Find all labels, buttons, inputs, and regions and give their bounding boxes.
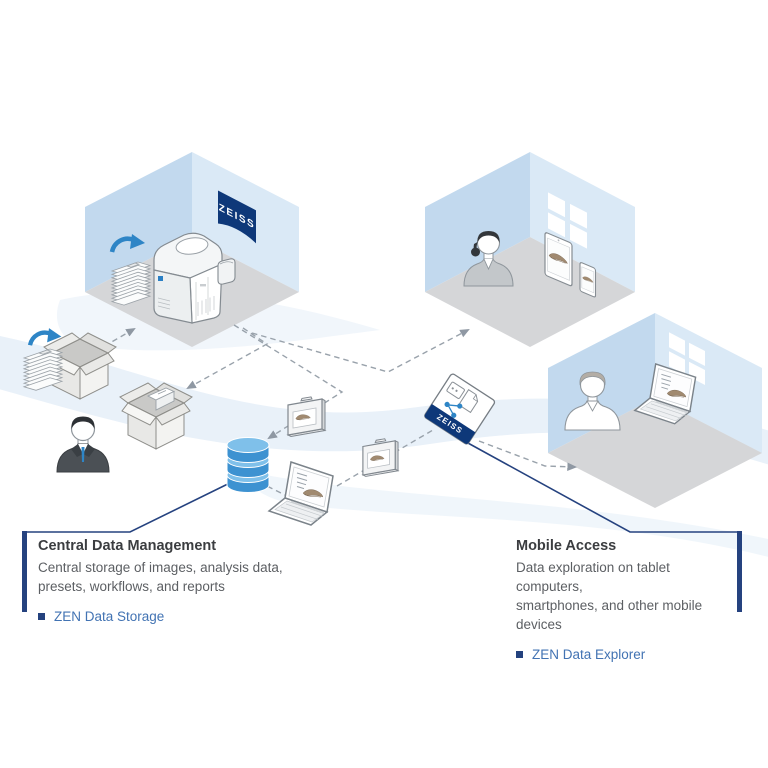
mobile-access-section: Mobile Access Data exploration on tablet…: [516, 538, 736, 662]
section-description: presets, workflows, and reports: [38, 579, 225, 594]
slide-scanner-icon: [153, 232, 236, 324]
section-title: Mobile Access: [516, 538, 617, 554]
smartphone-icon: [579, 262, 597, 298]
person-icon: [56, 416, 110, 473]
image-folder-icon: [288, 397, 325, 437]
person-icon: [463, 231, 514, 287]
archive-box-icon: [119, 382, 193, 450]
database-icon: [226, 437, 270, 493]
product-link-zen-data-explorer[interactable]: ZEN Data Explorer: [516, 647, 736, 662]
person-icon: [564, 371, 621, 431]
archive-box-icon: [23, 328, 117, 400]
product-link-label[interactable]: ZEN Data Explorer: [532, 647, 646, 662]
section-description: Data exploration on tablet computers,: [516, 560, 670, 594]
slide-stack-icon: [111, 261, 151, 306]
bullet-square-icon: [38, 613, 45, 620]
section-title: Central Data Management: [38, 538, 217, 554]
section-description: smartphones, and other mobile devices: [516, 598, 703, 632]
section-description: Central storage of images, analysis data…: [38, 560, 283, 575]
bullet-square-icon: [516, 651, 523, 658]
window-icon: [669, 332, 705, 386]
central-data-management-section: Central Data Management Central storage …: [38, 538, 338, 624]
product-link-label[interactable]: ZEN Data Storage: [54, 609, 165, 624]
window-icon: [548, 192, 587, 249]
right-accent-bar: [737, 531, 742, 612]
tablet-room: [425, 152, 635, 347]
left-accent-bar: [22, 531, 27, 612]
zen-app-icon: ZEISS: [424, 373, 496, 445]
slide-stack-icon: [23, 348, 63, 391]
callout-lines: [27, 436, 739, 533]
tablet-icon: [544, 232, 573, 287]
zeiss-flag-logo: ZEISS: [218, 190, 256, 244]
product-link-zen-data-storage[interactable]: ZEN Data Storage: [38, 609, 338, 624]
